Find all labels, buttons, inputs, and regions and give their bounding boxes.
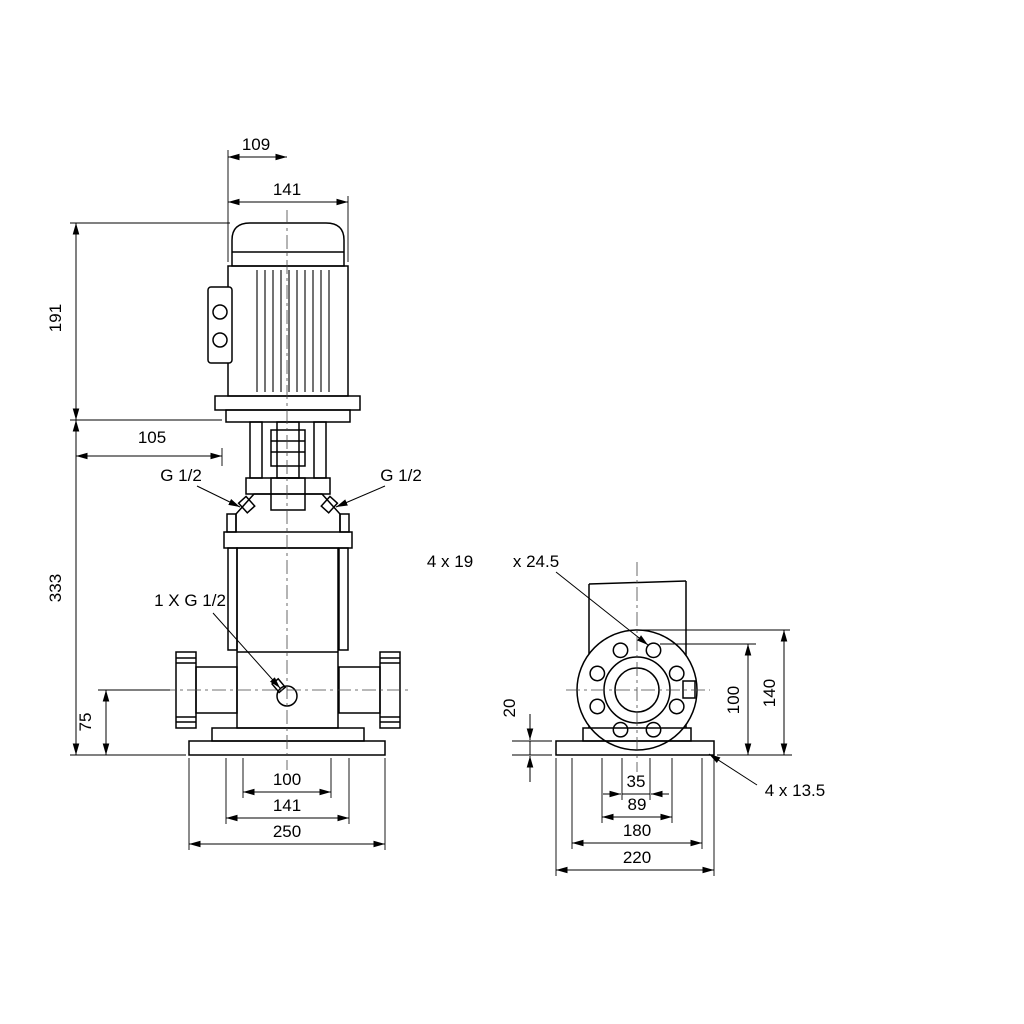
motor-top-cap xyxy=(231,222,345,267)
side-base-plate xyxy=(555,740,715,756)
tie-rod-right xyxy=(338,547,349,651)
motor-fins xyxy=(256,270,330,392)
stack-top-plate xyxy=(223,531,353,549)
front-view xyxy=(175,222,401,756)
label-base-bolt-holes: 4 x 13.5 xyxy=(765,781,826,800)
head-bolt-left xyxy=(226,513,237,533)
column-break-line xyxy=(588,580,687,585)
dim-20: 20 xyxy=(500,699,519,718)
dim-220: 220 xyxy=(623,848,651,867)
dim-141-bottom: 141 xyxy=(273,796,301,815)
head-bolt-right xyxy=(339,513,350,533)
center-lines xyxy=(162,210,710,772)
dim-180: 180 xyxy=(623,821,651,840)
leader-g12-right xyxy=(335,485,386,508)
dim-141-top: 141 xyxy=(273,180,301,199)
cable-entry-bottom xyxy=(212,332,228,348)
dim-140: 140 xyxy=(760,679,779,707)
pump-head xyxy=(223,477,353,549)
terminal-box xyxy=(207,286,233,364)
head-body xyxy=(235,493,341,532)
gauge-plug-left xyxy=(237,495,256,514)
coupling-section xyxy=(249,421,327,479)
leader-drain-port xyxy=(212,612,281,689)
leader-flange-holes xyxy=(555,571,649,646)
dim-100-right: 100 xyxy=(724,686,743,714)
front-dimensions: 109 141 191 333 105 G 1/2 G 1/2 1 X G 1/… xyxy=(46,135,422,850)
dim-333: 333 xyxy=(46,574,65,602)
dim-191: 191 xyxy=(46,304,65,332)
dim-100-bottom: 100 xyxy=(273,770,301,789)
motor-body xyxy=(227,265,349,397)
label-flange-counterbore: x 24.5 xyxy=(513,552,559,571)
side-view xyxy=(555,580,715,756)
label-g12-left: G 1/2 xyxy=(160,466,202,485)
head-top-plate xyxy=(245,477,331,495)
dim-35: 35 xyxy=(627,772,646,791)
dim-109: 109 xyxy=(242,135,270,154)
lantern-left-plate xyxy=(249,421,263,479)
side-dimensions: 4 x 19 x 24.5 20 100 140 35 89 xyxy=(427,552,825,876)
tie-rod-left xyxy=(227,547,238,651)
label-flange-bolt-holes: 4 x 19 xyxy=(427,552,473,571)
leader-g12-left xyxy=(196,485,241,508)
motor xyxy=(207,222,361,423)
motor-flange xyxy=(214,395,361,411)
dim-250: 250 xyxy=(273,822,301,841)
label-g12-right: G 1/2 xyxy=(380,466,422,485)
label-drain-port: 1 X G 1/2 xyxy=(154,591,226,610)
lantern-right-plate xyxy=(313,421,327,479)
cable-entry-top xyxy=(212,304,228,320)
leader-base-holes xyxy=(708,753,758,786)
motor-stool-top xyxy=(225,409,351,423)
dim-105: 105 xyxy=(138,428,166,447)
coupling xyxy=(270,429,306,467)
foot-casting xyxy=(211,727,365,742)
dim-89: 89 xyxy=(628,795,647,814)
flange-bolt-holes xyxy=(589,642,685,738)
gauge-plug-right xyxy=(320,495,339,514)
side-plug xyxy=(682,680,696,699)
dim-75: 75 xyxy=(76,713,95,732)
